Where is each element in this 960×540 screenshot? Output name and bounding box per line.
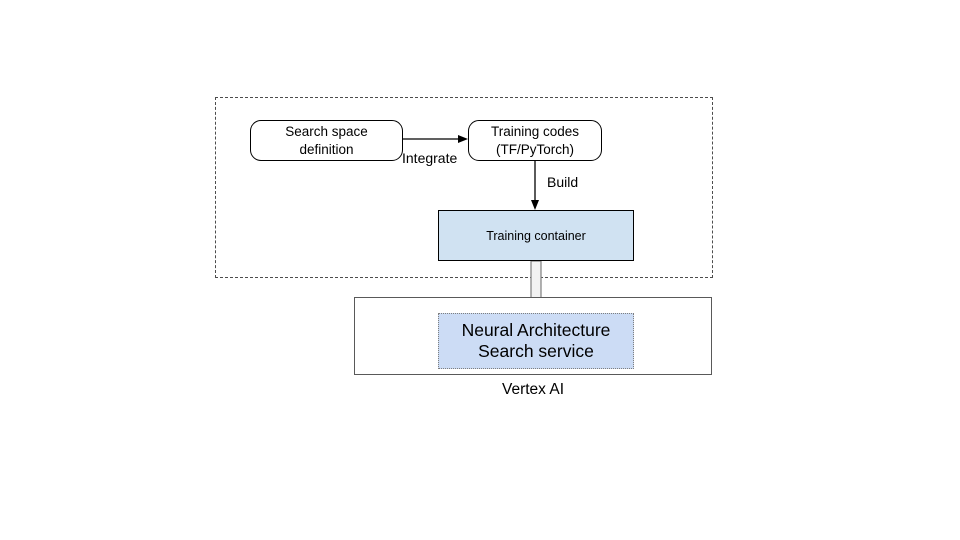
node-training-codes[interactable]: Training codes (TF/PyTorch): [468, 120, 602, 161]
node-training-container[interactable]: Training container: [438, 210, 634, 261]
user-side-dashed-group: [215, 97, 713, 278]
node-neural-architecture-search-service-label: Neural Architecture Search service: [462, 320, 611, 363]
vertex-ai-caption: Vertex AI: [501, 381, 565, 398]
node-neural-architecture-search-service[interactable]: Neural Architecture Search service: [438, 313, 634, 369]
node-training-codes-label: Training codes (TF/PyTorch): [491, 123, 579, 158]
edge-label-build: Build: [547, 174, 579, 190]
node-training-container-label: Training container: [486, 228, 586, 243]
node-nas-line2: Search service: [478, 341, 594, 361]
node-search-space-definition-line2: definition: [299, 141, 354, 157]
edge-label-integrate: Integrate: [402, 150, 458, 166]
node-nas-line1: Neural Architecture: [461, 319, 611, 340]
node-training-codes-line2: (TF/PyTorch): [495, 141, 574, 157]
node-search-space-definition-line1: Search space: [285, 124, 368, 140]
node-training-codes-line1: Training codes: [490, 124, 580, 140]
node-search-space-definition-label: Search space definition: [285, 123, 368, 158]
node-search-space-definition[interactable]: Search space definition: [250, 120, 403, 161]
